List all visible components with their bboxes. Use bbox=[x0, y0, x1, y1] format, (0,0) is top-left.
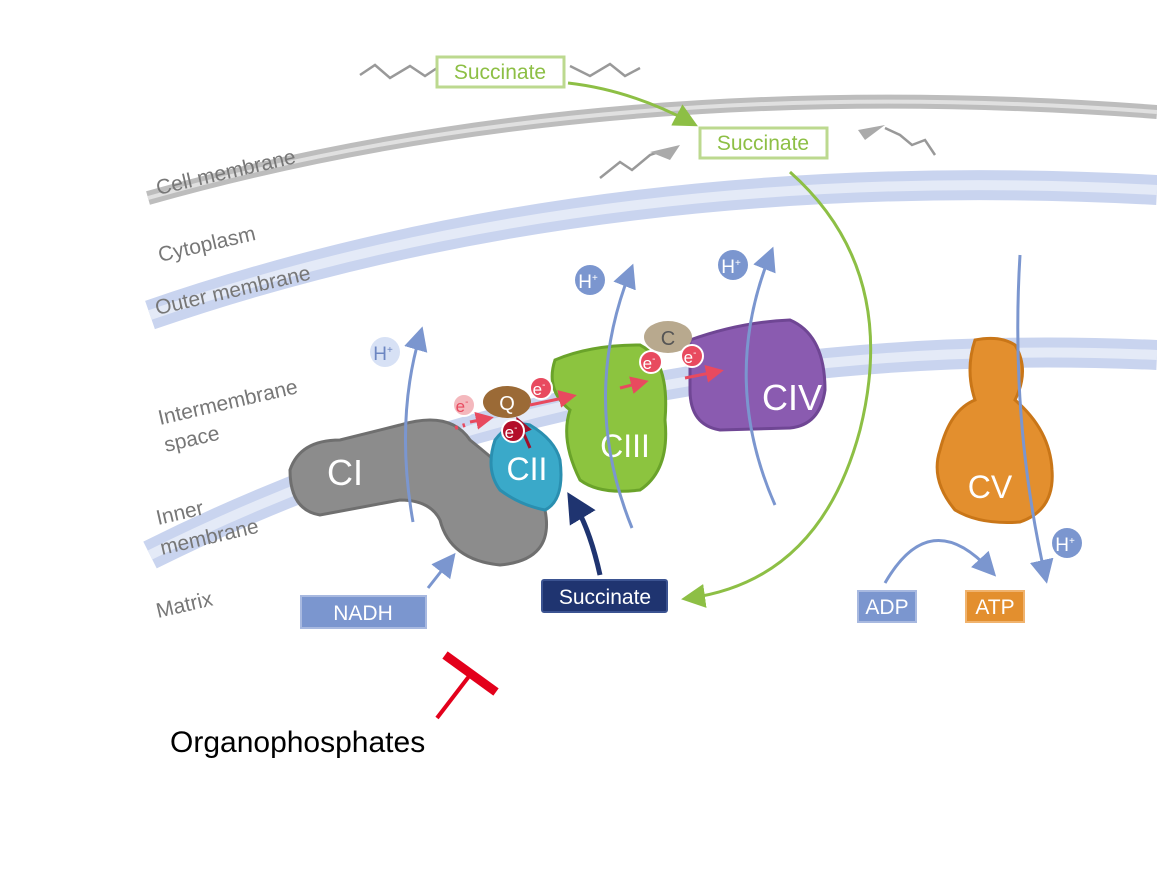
svg-text:e-: e- bbox=[533, 380, 546, 399]
proton-flow-arrow-cv bbox=[1016, 254, 1054, 584]
svg-text:Succinate: Succinate bbox=[559, 586, 651, 609]
complex-v: CV bbox=[935, 336, 1054, 524]
cytochrome-c: C bbox=[644, 321, 692, 353]
svg-text:e-: e- bbox=[505, 423, 518, 442]
electron-flow-arrow bbox=[469, 411, 494, 430]
succinate-transport-arrow bbox=[567, 81, 698, 127]
svg-text:H+: H+ bbox=[1055, 535, 1075, 556]
succinate-to-cii-arrow bbox=[567, 492, 603, 576]
succinate-matrix-box: Succinate bbox=[541, 579, 668, 613]
svg-text:H+: H+ bbox=[578, 272, 598, 293]
electron-icon: e- bbox=[529, 376, 553, 400]
complex-ii: CII bbox=[489, 422, 563, 512]
svg-text:CIV: CIV bbox=[762, 377, 822, 418]
svg-text:Succinate: Succinate bbox=[454, 61, 546, 84]
svg-text:ATP: ATP bbox=[975, 596, 1014, 619]
svg-text:e-: e- bbox=[684, 348, 697, 367]
svg-text:e-: e- bbox=[456, 397, 469, 416]
ubiquinone-q: Q bbox=[483, 386, 531, 418]
proton-icon: H+ bbox=[575, 265, 605, 295]
electron-icon: e- bbox=[501, 419, 525, 443]
electron-flow-arrow bbox=[684, 364, 724, 383]
electron-icon: e- bbox=[639, 350, 663, 374]
svg-text:Q: Q bbox=[499, 393, 515, 415]
complex-i: CI bbox=[288, 418, 548, 567]
svg-text:H+: H+ bbox=[373, 344, 393, 365]
nadh-to-ci-arrow bbox=[426, 552, 456, 589]
proton-icon: H+ bbox=[370, 337, 400, 367]
succinate-extracellular-box: Succinate bbox=[435, 55, 566, 89]
svg-text:H+: H+ bbox=[721, 257, 741, 278]
label-intermembrane: Intermembrane bbox=[156, 375, 300, 429]
adp-box: ADP bbox=[857, 590, 917, 623]
succinate-to-matrix-arrow bbox=[681, 170, 873, 608]
proton-pump-arrow-civ bbox=[744, 246, 777, 506]
complex-iv: CIV bbox=[688, 318, 827, 432]
svg-text:ADP: ADP bbox=[865, 596, 908, 619]
label-cell-membrane: Cell membrane bbox=[154, 145, 298, 199]
proton-pump-arrow-ci bbox=[403, 326, 428, 523]
svg-text:e-: e- bbox=[643, 354, 656, 373]
proton-icon: H+ bbox=[718, 250, 748, 280]
svg-text:C: C bbox=[661, 328, 675, 350]
succinate-molecule-icon bbox=[884, 126, 937, 156]
svg-text:Succinate: Succinate bbox=[717, 132, 809, 155]
organophosphates-label: Organophosphates bbox=[170, 726, 425, 759]
atp-box: ATP bbox=[965, 590, 1025, 623]
succinate-cytoplasm-box: Succinate bbox=[698, 126, 829, 160]
proton-icon: H+ bbox=[1052, 528, 1082, 558]
electron-flow-arrow bbox=[529, 390, 577, 408]
svg-text:NADH: NADH bbox=[333, 602, 393, 625]
proton-pump-arrow-ciii bbox=[604, 263, 636, 529]
nadh-box: NADH bbox=[300, 595, 427, 629]
electron-icon: e- bbox=[452, 393, 476, 417]
label-matrix: Matrix bbox=[154, 587, 215, 622]
svg-text:CV: CV bbox=[968, 469, 1013, 505]
label-cytoplasm: Cytoplasm bbox=[156, 222, 258, 267]
electron-icon: e- bbox=[680, 344, 704, 368]
succinate-molecule-icon bbox=[359, 63, 441, 80]
svg-text:CII: CII bbox=[507, 451, 548, 487]
adp-to-atp-arrow bbox=[883, 538, 997, 584]
inhibition-symbol bbox=[435, 651, 499, 720]
svg-text:CI: CI bbox=[327, 452, 363, 493]
electron-flow-arrow bbox=[619, 376, 649, 394]
